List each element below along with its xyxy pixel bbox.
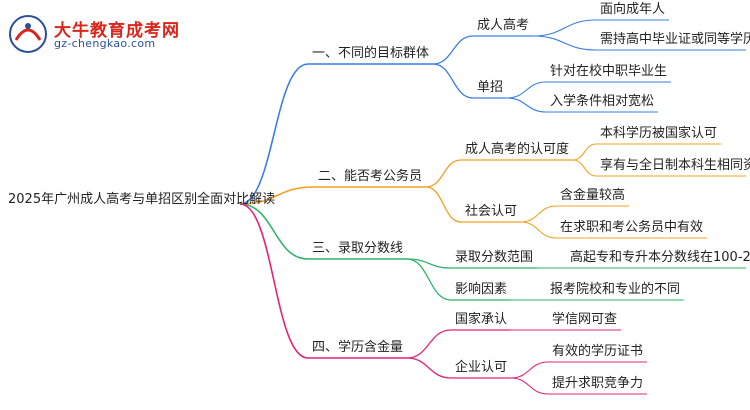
- connector-node-1-1-leaf-1: [533, 19, 597, 37]
- connector-node-4-2-leaf-1: [511, 361, 549, 379]
- leaf-chsi-check: 学信网可查: [552, 312, 618, 327]
- branch-civil-service: 二、能否考公务员: [318, 169, 423, 184]
- connector-root-branch-4: [239, 203, 309, 359]
- node-adult-exam: 成人高考: [477, 18, 530, 33]
- connector-branch-1-node-2: [432, 63, 474, 99]
- node-factors: 影响因素: [455, 282, 508, 297]
- connector-node-4-2-leaf-2: [511, 377, 549, 395]
- leaf-equal-qualification: 享有与全日制本科生相同资格: [600, 158, 750, 173]
- connector-node-2-2-leaf-1: [521, 205, 557, 223]
- branch-admission-score: 三、录取分数线: [312, 241, 404, 256]
- leaf-single-audience: 针对在校中职毕业生: [550, 64, 668, 79]
- leaf-competitiveness: 提升求职竞争力: [552, 376, 644, 391]
- logo-title: 大牛教育成考网: [54, 21, 180, 41]
- leaf-valid-certificate: 有效的学历证书: [552, 344, 644, 359]
- connector-root-branch-1: [239, 63, 309, 205]
- node-national-recognition: 国家承认: [455, 312, 508, 327]
- connector-node-2-2-leaf-2: [521, 221, 557, 239]
- leaf-adult-audience: 面向成年人: [600, 2, 666, 17]
- node-single-enrollment: 单招: [477, 80, 504, 95]
- leaf-school-major: 报考院校和专业的不同: [550, 282, 681, 297]
- branch-target-groups: 一、不同的目标群体: [312, 46, 430, 61]
- connector-node-1-1-leaf-2: [533, 35, 597, 51]
- node-social-recognition: 社会认可: [465, 204, 518, 219]
- connector-branch-2-node-1: [425, 159, 462, 188]
- logo-url: gz-chengkao.com: [54, 37, 156, 50]
- node-adult-recognition: 成人高考的认可度: [465, 142, 570, 157]
- mindmap-root: 2025年广州成人高考与单招区别全面对比解读: [8, 192, 276, 207]
- connector-root-branch-2: [239, 186, 315, 205]
- leaf-adult-requirement: 需持高中毕业证或同等学历: [600, 32, 750, 47]
- leaf-state-recognized: 本科学历被国家认可: [600, 126, 718, 141]
- logo-badge-icon: [9, 15, 47, 53]
- branch-degree-value: 四、学历含金量: [312, 340, 404, 355]
- connector-branch-4-node-1: [406, 329, 452, 359]
- node-score-range: 录取分数范围: [455, 250, 534, 265]
- connector-node-1-2-leaf-2: [507, 97, 547, 113]
- node-enterprise-recognition: 企业认可: [455, 360, 508, 375]
- connector-branch-4-node-2: [407, 357, 452, 379]
- leaf-single-requirement: 入学条件相对宽松: [550, 94, 655, 109]
- connector-branch-1-node-1: [432, 35, 474, 65]
- site-logo: 大牛教育成考网 gz-chengkao.com: [8, 14, 188, 54]
- leaf-score-values: 高起专和专升本分数线在100-210分: [570, 250, 750, 265]
- connector-root-branch-3: [239, 203, 309, 260]
- connector-node-1-2-leaf-1: [507, 81, 547, 99]
- leaf-job-valid: 在求职和考公务员中有效: [560, 220, 704, 235]
- connector-node-2-1-leaf-2: [572, 159, 597, 177]
- leaf-high-value: 含金量较高: [560, 188, 626, 203]
- connector-branch-2-node-2: [425, 186, 462, 223]
- connector-branch-3-node-2: [406, 258, 452, 301]
- connector-node-2-1-leaf-1: [572, 143, 597, 161]
